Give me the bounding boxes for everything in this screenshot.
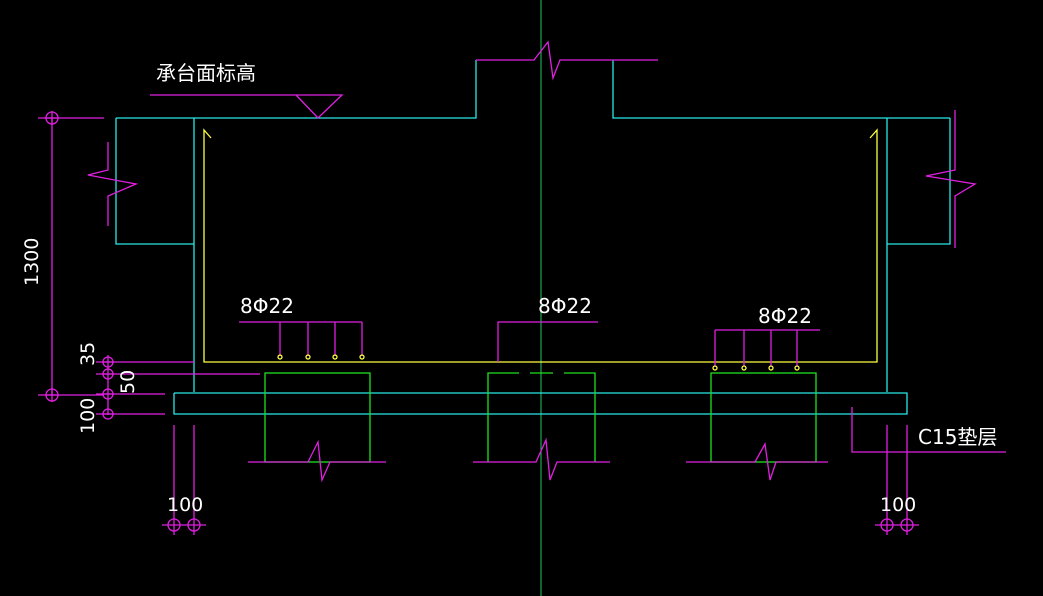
dim-label-100-vertical: 100 [77,398,99,434]
pile-left [248,372,386,483]
pile-right [686,372,828,481]
rebar-label-left: 8Φ22 [240,294,294,318]
cushion-layer [173,392,908,415]
dimension-stack: 35 50 100 [77,342,260,434]
dim-label-35: 35 [77,342,99,366]
rebar-outline [203,128,878,363]
rebar-label-middle: 8Φ22 [538,294,592,318]
rebar-callout-right: 8Φ22 [712,304,820,371]
rebar-label-right: 8Φ22 [758,304,812,328]
dimension-height: 1300 [21,111,104,402]
right-wall-break [886,110,977,392]
dim-label-height: 1300 [21,238,43,286]
rebar-callout-left: 8Φ22 [239,294,365,360]
dimension-bottom-left: 100 [162,425,206,535]
pile-middle [473,372,610,481]
cap-top-label: 承台面标高 [156,61,256,85]
left-wall-break [87,118,195,392]
rebar-callout-middle: 8Φ22 [497,294,598,362]
dim-label-100-left: 100 [167,494,203,516]
cushion-callout: C15垫层 [851,407,1006,453]
dimension-bottom-right: 100 [875,425,919,535]
cushion-label: C15垫层 [918,425,997,449]
elevation-marker: 承台面标高 [150,61,344,119]
dim-label-100-right: 100 [880,494,916,516]
dim-label-50: 50 [117,370,139,394]
column-stub [116,40,950,119]
